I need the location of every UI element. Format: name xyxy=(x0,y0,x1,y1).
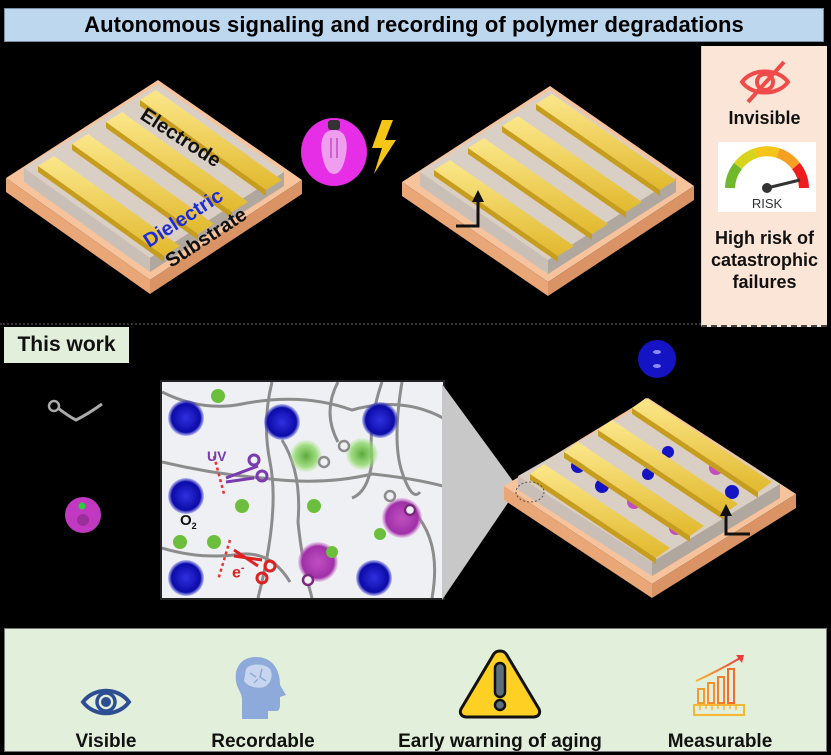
o2-subscript: 2 xyxy=(191,521,197,531)
zoom-region-marker xyxy=(515,481,545,503)
electrodes xyxy=(530,398,772,564)
risk-text-line2: catastrophic xyxy=(710,250,819,270)
warning-icon xyxy=(458,649,542,719)
light-green-molecules xyxy=(290,438,378,472)
o2-text: O xyxy=(180,512,192,529)
eye-icon xyxy=(80,688,132,716)
side-panel: Invisible RISK High risk of catastrophic… xyxy=(701,46,827,327)
magenta-molecule-icon xyxy=(65,497,101,533)
feature-early-warning: Early warning of aging xyxy=(385,629,615,753)
light-bulb-icon xyxy=(301,118,367,186)
feature-label: Visible xyxy=(75,731,137,752)
feature-label: Measurable xyxy=(667,731,773,752)
features-panel: Visible Recordable Early warning of agin… xyxy=(4,628,827,752)
feature-visible: Visible xyxy=(51,629,161,753)
lightning-icon xyxy=(372,120,396,174)
polymer-chain-icon xyxy=(47,399,103,422)
green-molecules xyxy=(173,389,386,558)
device-pristine xyxy=(6,80,302,294)
blue-molecule-icon xyxy=(638,340,676,378)
title-bar: Autonomous signaling and recording of po… xyxy=(4,8,824,42)
dielectric-layer xyxy=(420,90,676,274)
electron-label: e- xyxy=(232,562,245,582)
dielectric-layer xyxy=(24,84,284,272)
this-work-label: This work xyxy=(17,333,116,356)
feature-recordable: Recordable xyxy=(203,629,323,753)
electron-superscript: - xyxy=(240,562,245,574)
chain-end-groups xyxy=(301,439,417,587)
feature-label: Recordable xyxy=(211,731,315,752)
polymer-chains xyxy=(162,382,443,598)
dielectric-layer xyxy=(518,402,780,576)
zoom-projection xyxy=(442,384,518,600)
page-title: Autonomous signaling and recording of po… xyxy=(84,12,744,37)
pointer-arrow xyxy=(724,514,750,536)
risk-gauge: RISK xyxy=(718,142,816,212)
electron-text: e xyxy=(232,564,241,582)
electrodes xyxy=(38,90,282,262)
feature-measurable: Measurable xyxy=(655,629,785,753)
device-this-work xyxy=(504,398,796,598)
blue-molecules xyxy=(168,400,398,596)
gauge-icon xyxy=(725,146,809,193)
brain-head-icon xyxy=(235,657,286,719)
gauge-label: RISK xyxy=(751,196,783,211)
invisible-label: Invisible xyxy=(728,108,801,128)
feature-label: Early warning of aging xyxy=(398,731,602,752)
eye-slash-icon xyxy=(739,60,791,104)
electrodes xyxy=(434,94,676,262)
section-divider xyxy=(0,323,701,325)
electron-scissor-icon xyxy=(216,539,277,585)
risk-text-line1: High risk of xyxy=(714,228,814,248)
pointer-arrow xyxy=(456,200,480,228)
o2-label: O2 xyxy=(180,512,197,531)
uv-scissor-icon xyxy=(212,453,269,495)
risk-text-line3: failures xyxy=(732,272,797,292)
this-work-badge: This work xyxy=(4,327,129,363)
polymer-network-inset: UV O2 e- xyxy=(160,380,445,600)
uv-label: UV xyxy=(207,448,227,464)
polymer-network xyxy=(162,382,443,598)
device-degraded xyxy=(402,86,694,296)
bar-chart-ruler-icon xyxy=(693,655,745,716)
stimulus-group xyxy=(301,118,396,186)
